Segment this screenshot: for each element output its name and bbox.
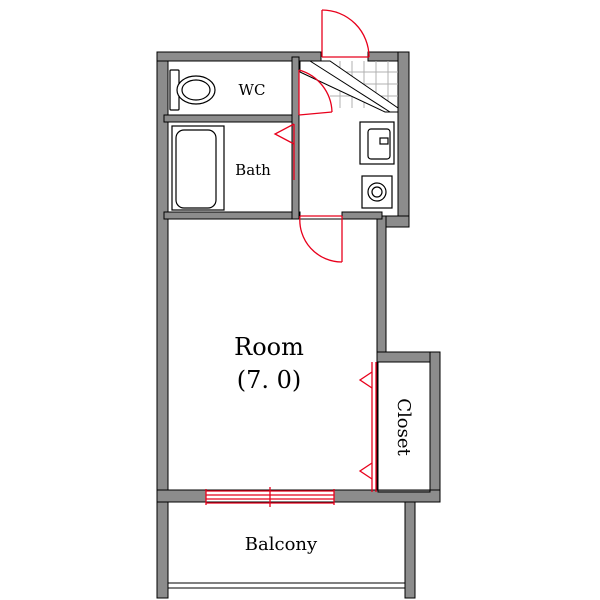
balcony-label: Balcony bbox=[245, 534, 318, 555]
bathtub-icon bbox=[171, 125, 225, 211]
closet-label: Closet bbox=[393, 398, 414, 456]
sink-icon bbox=[359, 121, 395, 165]
kitchen-counter bbox=[299, 60, 399, 113]
room-door bbox=[299, 215, 343, 263]
balcony-window bbox=[205, 487, 335, 507]
interior-walls bbox=[163, 56, 383, 220]
room-name-label: Room bbox=[234, 333, 304, 361]
closet-doors bbox=[358, 362, 377, 492]
entrance-door bbox=[321, 9, 370, 58]
bath-label: Bath bbox=[235, 161, 271, 179]
outer-walls bbox=[156, 51, 441, 599]
wc-label: WC bbox=[239, 81, 266, 99]
doors bbox=[273, 9, 377, 492]
inner-outlines bbox=[167, 218, 431, 589]
wc-door bbox=[298, 69, 333, 116]
toilet-icon bbox=[169, 69, 216, 111]
stove-icon bbox=[361, 175, 393, 209]
room-size-label: (7. 0) bbox=[237, 366, 302, 394]
bath-door bbox=[273, 123, 295, 180]
